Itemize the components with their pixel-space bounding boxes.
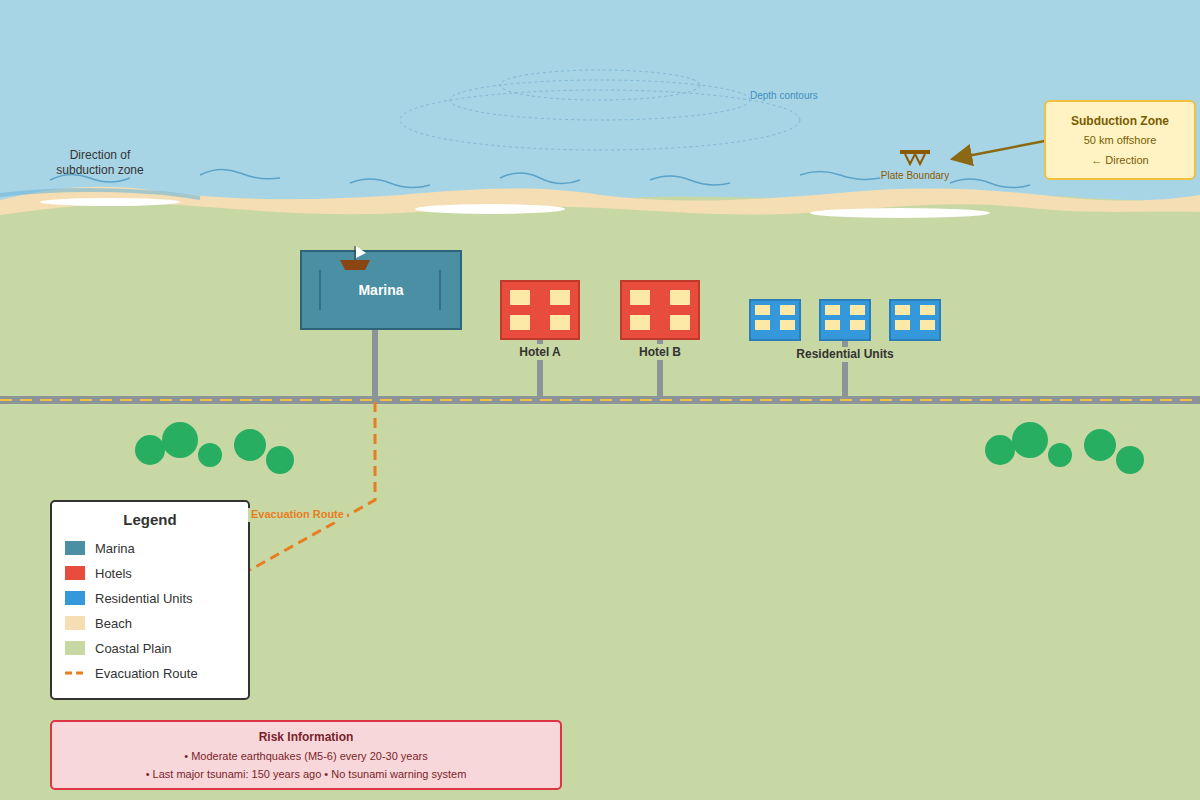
building-label: Hotel B	[636, 344, 684, 360]
hotel-box: Hotel B	[620, 280, 700, 340]
hotel-box: Hotel A	[500, 280, 580, 340]
legend-title: Legend	[123, 511, 176, 530]
legend-entry: Marina	[65, 540, 135, 556]
shore-water	[0, 190, 200, 198]
legend-label: Residential Units	[95, 591, 193, 606]
node-text: ← Direction	[1046, 154, 1194, 167]
residential-units	[750, 300, 940, 340]
node-text: Subduction Zone	[1046, 114, 1194, 128]
marina-box: Marina	[300, 250, 462, 330]
hotel-windows	[622, 282, 698, 338]
direction-note: Direction of subduction zone	[44, 148, 156, 178]
legend-label: Coastal Plain	[95, 641, 172, 656]
legend-entry: Residential Units	[65, 590, 193, 606]
node-text: • Moderate earthquakes (M5-6) every 20-3…	[52, 750, 560, 763]
plate-boundary-label: Plate Boundary	[881, 170, 949, 183]
node-text: Marina	[302, 282, 460, 299]
legend-entry: Evacuation Route	[65, 665, 198, 681]
depth-contours	[400, 70, 800, 150]
waves	[50, 169, 1030, 187]
direction-arrow	[952, 140, 1050, 159]
legend-label: Marina	[95, 541, 135, 556]
legend-swatch	[65, 591, 85, 605]
building-label: Hotel A	[516, 344, 564, 360]
node-text: Risk Information	[52, 730, 560, 744]
legend-swatch	[65, 616, 85, 630]
beach	[0, 187, 1200, 215]
legend-swatch	[65, 541, 85, 555]
route-label: Evacuation Route	[248, 508, 347, 522]
node-text: 50 km offshore	[1046, 134, 1194, 147]
legend-swatch	[65, 566, 85, 580]
legend-label: Evacuation Route	[95, 666, 198, 681]
residential-label: Residential Units	[793, 347, 896, 362]
road	[0, 396, 1200, 404]
contour-label: Depth contours	[750, 90, 818, 103]
evacuation-route	[250, 402, 375, 570]
hotel-windows	[502, 282, 578, 338]
legend-entry: Beach	[65, 615, 132, 631]
legend-entry: Coastal Plain	[65, 640, 172, 656]
foam	[810, 208, 990, 218]
foam	[415, 204, 565, 214]
legend-label: Beach	[95, 616, 132, 631]
risk-box: Risk Information • Moderate earthquakes (…	[50, 720, 562, 790]
sea	[0, 0, 1200, 201]
legend-box: MarinaHotelsResidential UnitsBeachCoasta…	[50, 500, 250, 700]
legend-entry: Hotels	[65, 565, 132, 581]
legend-swatch	[65, 641, 85, 655]
legend-label: Hotels	[95, 566, 132, 581]
plate-boundary-symbol	[900, 150, 930, 164]
foam	[40, 198, 180, 206]
trees	[135, 422, 1144, 474]
legend-line-sample	[65, 666, 85, 680]
node-text: • Last major tsunami: 150 years ago • No…	[52, 768, 560, 781]
subduction-callout: Subduction Zone 50 km offshore ← Direction	[1044, 100, 1196, 180]
